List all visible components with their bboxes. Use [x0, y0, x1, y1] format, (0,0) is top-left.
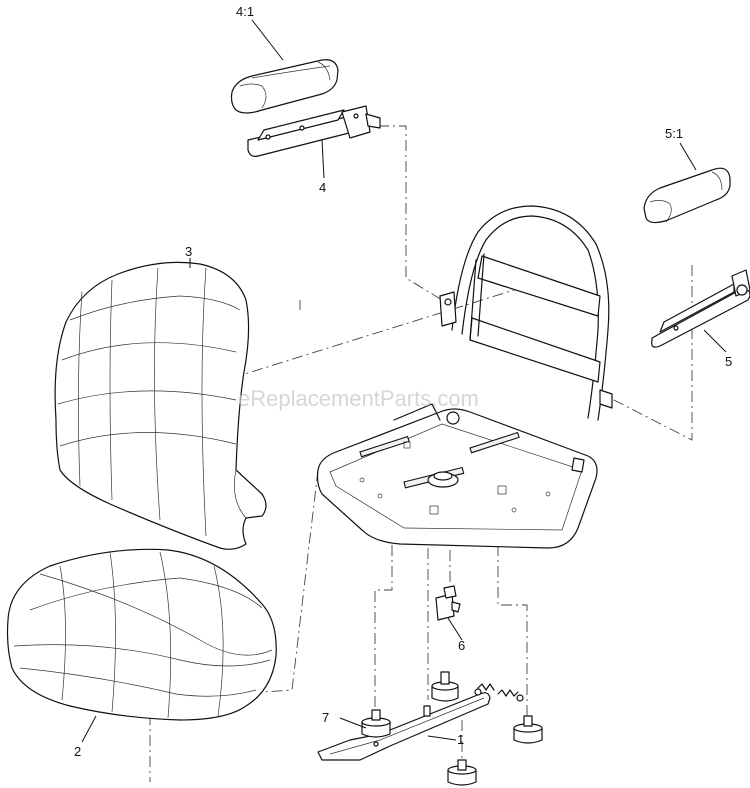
callout-2[interactable]: 2 — [74, 744, 81, 759]
isolator-mount-2[interactable] — [431, 671, 459, 702]
seat-cushion[interactable] — [6, 548, 277, 743]
isolator-mount[interactable] — [339, 709, 391, 738]
isolator-mount-4[interactable] — [447, 759, 477, 786]
armrest-bracket-right[interactable] — [651, 269, 750, 353]
isolator-mount-3[interactable] — [513, 715, 543, 744]
watermark-text: eReplacementParts.com — [238, 386, 479, 411]
callout-4-1[interactable]: 4:1 — [236, 4, 254, 19]
armrest-pad-left[interactable] — [230, 19, 339, 114]
callout-1[interactable]: 1 — [457, 732, 464, 747]
seat-switch[interactable] — [435, 585, 463, 641]
callout-3[interactable]: 3 — [185, 244, 192, 259]
seat-bracket[interactable] — [317, 683, 524, 761]
armrest-bracket-left[interactable] — [247, 105, 381, 179]
callout-6[interactable]: 6 — [458, 638, 465, 653]
callout-4[interactable]: 4 — [319, 180, 326, 195]
seat-frame[interactable] — [316, 205, 613, 549]
back-cushion[interactable] — [54, 258, 267, 550]
callout-labels: 4:1 4 5:1 5 3 2 6 7 1 — [74, 4, 732, 759]
callout-5-1[interactable]: 5:1 — [665, 126, 683, 141]
callout-7[interactable]: 7 — [322, 710, 329, 725]
armrest-pad-right[interactable] — [643, 142, 731, 224]
callout-5[interactable]: 5 — [725, 354, 732, 369]
